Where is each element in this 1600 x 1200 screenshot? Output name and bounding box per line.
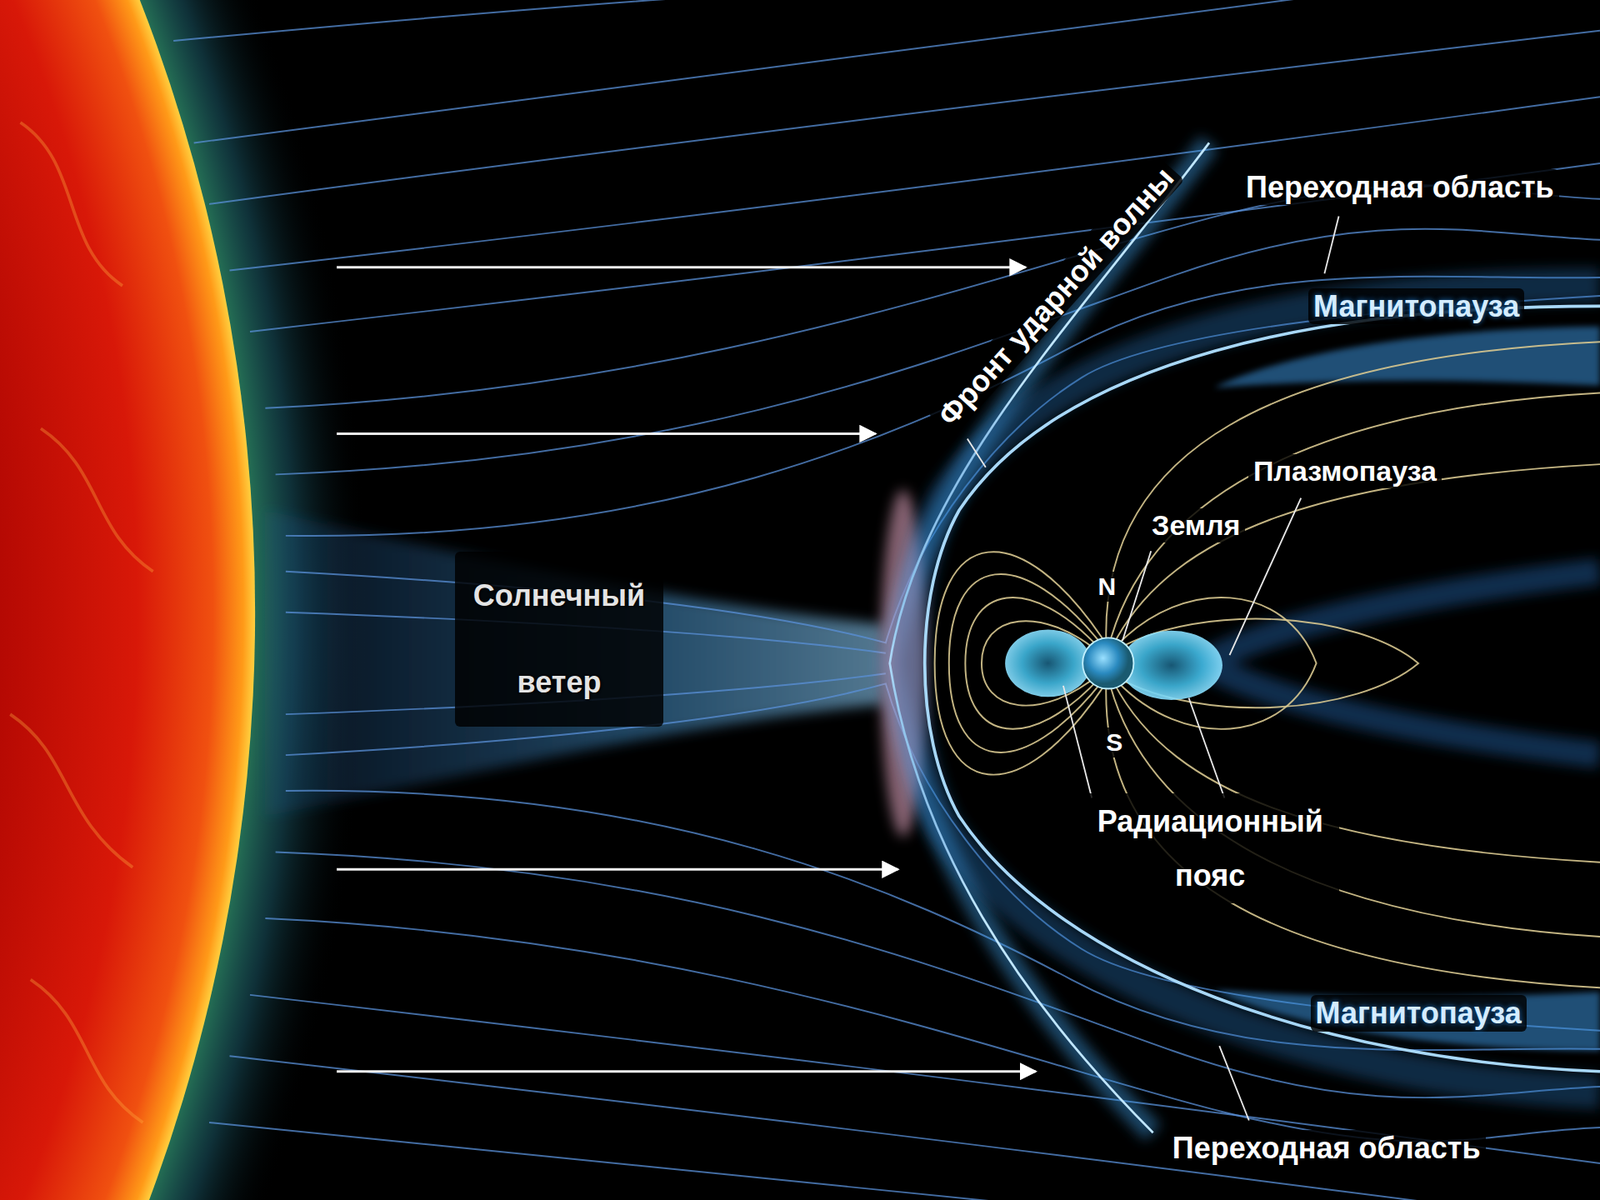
field-lines (935, 341, 1600, 988)
boundary-label: Плазмопауза (1248, 454, 1442, 489)
sun-texture (10, 122, 153, 1123)
solar-wind-stream (265, 510, 883, 816)
pole-label: S (1100, 727, 1128, 759)
magnetopause-line (925, 305, 1600, 1071)
tail-band (1214, 990, 1600, 1051)
radiation-belt (1120, 630, 1222, 700)
tail-band (1214, 326, 1600, 388)
wind-arrows (336, 267, 1036, 1072)
boundary-label: Магнитопауза (1310, 995, 1527, 1031)
shock-front-label: Фронт ударной волны (927, 155, 1185, 437)
plasma-sheet (1204, 571, 1600, 755)
earth (1082, 637, 1134, 689)
region-label: Переходная область (1240, 169, 1560, 205)
magnetosheath (909, 285, 1600, 1092)
pole-label: N (1093, 571, 1122, 603)
region-label: Переходная область (1167, 1130, 1486, 1166)
belt-label: Радиационный пояс (1080, 793, 1340, 904)
flow-label: Солнечный ветер (455, 551, 664, 727)
planet-label: Земля (1146, 508, 1245, 543)
sun (0, 0, 255, 1200)
streamlines (173, 0, 1600, 1200)
boundary-label: Магнитопауза (1308, 288, 1525, 325)
radiation-belt (1005, 630, 1091, 698)
